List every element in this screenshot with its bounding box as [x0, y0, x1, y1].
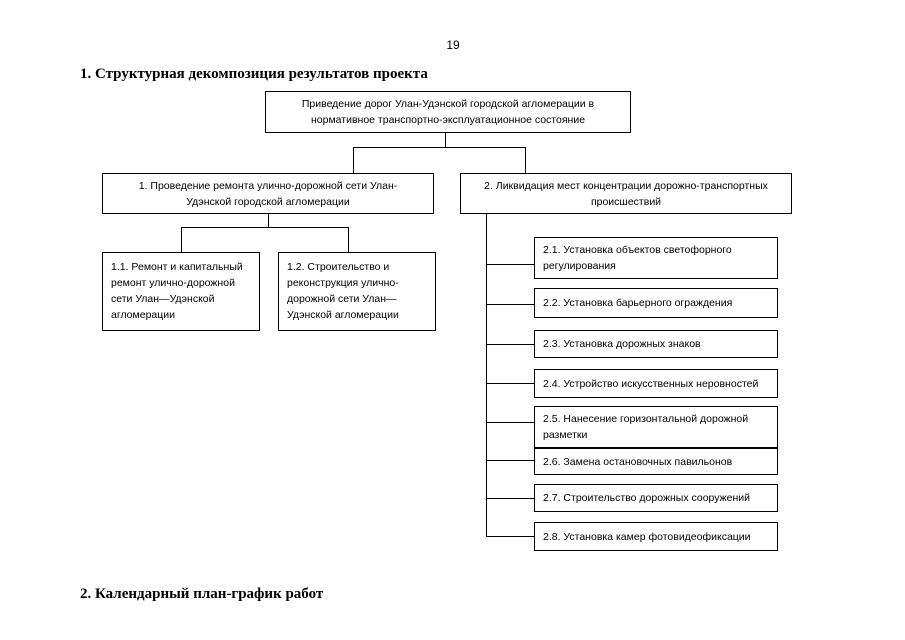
item-2-5-text: 2.5. Нанесение горизонтальной дорожной р… — [543, 413, 749, 441]
item-2-2-text: 2.2. Установка барьерного ограждения — [543, 297, 733, 309]
item-2-7-text: 2.7. Строительство дорожных сооружений — [543, 492, 751, 504]
item-2-6-text: 2.6. Замена остановочных павильонов — [543, 455, 733, 468]
connector-to-item-2-6 — [486, 460, 534, 461]
item-1-2-text: 1.2. Строительство и реконструкция уличн… — [287, 261, 399, 321]
branch-1-box: 1. Проведение ремонта улично-дорожной се… — [102, 173, 434, 214]
item-1-2-box: 1.2. Строительство и реконструкция уличн… — [278, 252, 436, 331]
connector-branch-1-horizontal — [181, 227, 349, 228]
connector-to-item-1-2 — [348, 227, 349, 252]
connector-to-item-2-4 — [486, 383, 534, 384]
item-2-2-box: 2.2. Установка барьерного ограждения — [534, 288, 778, 318]
connector-to-item-1-1 — [181, 227, 182, 252]
connector-to-item-2-1 — [486, 264, 534, 265]
item-2-3-text: 2.3. Установка дорожных знаков — [543, 338, 701, 350]
connector-branch-2-spine — [486, 213, 487, 537]
item-2-4-box: 2.4. Устройство искусственных неровносте… — [534, 369, 778, 398]
connector-branch-1-down — [268, 213, 269, 228]
root-box: Приведение дорог Улан-Удэнской городской… — [265, 91, 631, 133]
item-2-1-box: 2.1. Установка объектов светофорного рег… — [534, 237, 778, 279]
connector-to-item-2-3 — [486, 344, 534, 345]
branch-2-box: 2. Ликвидация мест концентрации дорожно-… — [460, 173, 792, 214]
connector-to-item-2-2 — [486, 304, 534, 305]
item-1-1-text: 1.1. Ремонт и капитальный ремонт улично-… — [111, 261, 243, 321]
item-2-7-box: 2.7. Строительство дорожных сооружений — [534, 484, 778, 512]
connector-to-branch-1 — [353, 147, 354, 173]
item-2-5-box: 2.5. Нанесение горизонтальной дорожной р… — [534, 406, 778, 448]
item-2-3-box: 2.3. Установка дорожных знаков — [534, 330, 778, 358]
item-2-8-text: 2.8. Установка камер фотовидеофиксации — [543, 530, 751, 543]
item-2-6-box: 2.6. Замена остановочных павильонов — [534, 448, 778, 475]
connector-to-item-2-8 — [486, 536, 534, 537]
branch-2-text: 2. Ликвидация мест концентрации дорожно-… — [484, 179, 768, 208]
connector-to-branch-2 — [525, 147, 526, 173]
root-box-text: Приведение дорог Улан-Удэнской городской… — [301, 98, 595, 126]
connector-root-horizontal — [353, 147, 526, 148]
branch-1-text: 1. Проведение ремонта улично-дорожной се… — [138, 179, 398, 208]
item-2-1-text: 2.1. Установка объектов светофорного рег… — [543, 244, 732, 272]
item-2-8-box: 2.8. Установка камер фотовидеофиксации — [534, 522, 778, 551]
page-number: 19 — [446, 38, 460, 52]
connector-to-item-2-5 — [486, 422, 534, 423]
item-2-4-text: 2.4. Устройство искусственных неровносте… — [543, 377, 759, 390]
connector-root-down — [445, 133, 446, 148]
item-1-1-box: 1.1. Ремонт и капитальный ремонт улично-… — [102, 252, 260, 331]
connector-to-item-2-7 — [486, 498, 534, 499]
section-1-heading: 1. Структурная декомпозиция результатов … — [80, 66, 428, 82]
section-2-heading: 2. Календарный план-график работ — [80, 586, 324, 602]
